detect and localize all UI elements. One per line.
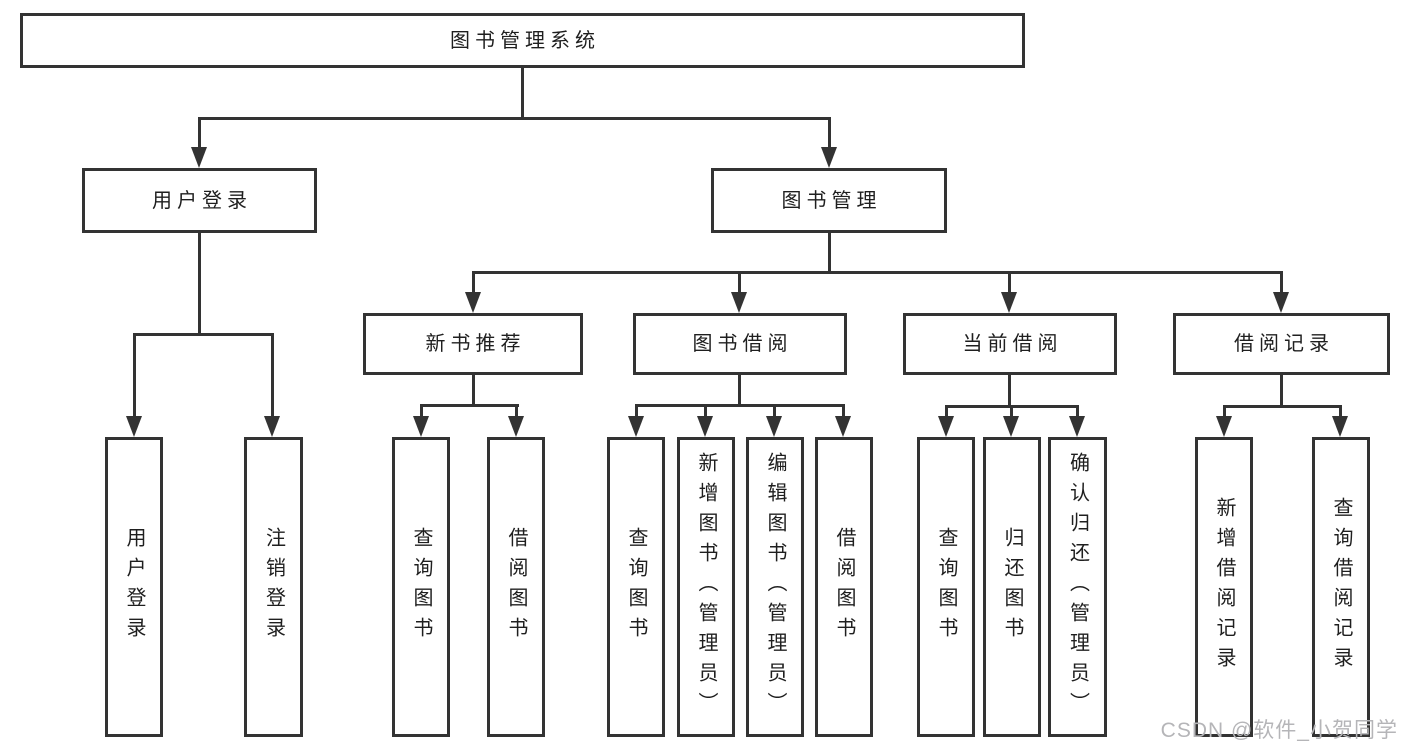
connector-line [635,404,845,407]
node-label: 当前借阅 [962,333,1063,355]
connector-line [198,117,201,150]
leaf-label: 查询借阅记录 [1330,497,1352,677]
connector-line [635,404,638,419]
leaf-label: 用户登录 [123,527,145,647]
arrow-down-icon [731,292,747,313]
leaf-query-books-recommend: 查询图书 [392,437,450,737]
connector-line [704,404,707,419]
connector-line [472,375,475,407]
connector-line [420,404,423,419]
leaf-label: 借阅图书 [505,527,527,647]
arrow-down-icon [264,416,280,437]
connector-line [945,405,948,419]
arrow-down-icon [1216,416,1232,437]
leaf-label: 注销登录 [262,527,285,647]
leaf-borrow-books-recommend: 借阅图书 [487,437,545,737]
node-label: 用户登录 [152,189,252,212]
connector-line [198,233,201,336]
arrow-down-icon [465,292,481,313]
connector-line [1076,405,1079,419]
csdn-watermark: CSDN @软件_小贺同学 [1160,719,1398,742]
leaf-query-books-current: 查询图书 [917,437,975,737]
arrow-down-icon [628,416,644,437]
leaf-label: 归还图书 [1001,527,1023,647]
leaf-return-books: 归还图书 [983,437,1041,737]
node-label: 图书管理 [781,189,882,212]
leaf-logout: 注销登录 [244,437,303,737]
connector-line [828,117,831,150]
arrow-down-icon [697,416,713,437]
connector-line [773,404,776,419]
arrow-down-icon [766,416,782,437]
leaf-label: 查询图书 [625,527,647,647]
node-current-borrowing: 当前借阅 [903,313,1117,375]
connector-line [828,233,831,274]
leaf-confirm-return-admin: 确认归还（管理员） [1048,437,1107,737]
leaf-add-borrow-record: 新增借阅记录 [1195,437,1253,737]
leaf-label: 借阅图书 [833,527,855,647]
leaf-query-borrow-record: 查询借阅记录 [1312,437,1370,737]
arrow-down-icon [835,416,851,437]
node-user-login: 用户登录 [82,168,317,233]
connector-line [1223,405,1342,408]
node-book-management: 图书管理 [711,168,947,233]
leaf-label: 编辑图书（管理员） [764,452,786,722]
arrow-down-icon [1001,292,1017,313]
connector-line [1008,375,1011,408]
connector-line [472,271,475,295]
arrow-down-icon [1003,416,1019,437]
node-label: 图书借阅 [692,333,793,355]
connector-line [1280,375,1283,408]
node-library-system: 图书管理系统 [20,13,1025,68]
node-new-book-recommend: 新书推荐 [363,313,583,375]
connector-line [1339,405,1342,419]
leaf-borrow-books-borrowing: 借阅图书 [815,437,873,737]
arrow-down-icon [1069,416,1085,437]
connector-line [420,404,519,407]
connector-line [133,333,136,419]
arrow-down-icon [126,416,142,437]
connector-line [271,333,274,419]
leaf-edit-books-admin: 编辑图书（管理员） [746,437,804,737]
node-label: 借阅记录 [1234,333,1334,355]
connector-line [738,375,741,407]
connector-line [1280,271,1283,295]
connector-line [1010,405,1013,419]
leaf-label: 查询图书 [410,527,432,647]
node-label: 新书推荐 [425,333,526,355]
connector-line [472,271,1282,274]
leaf-label: 新增图书（管理员） [695,452,717,722]
node-label: 图书管理系统 [450,29,600,52]
node-book-borrowing: 图书借阅 [633,313,847,375]
arrow-down-icon [413,416,429,437]
leaf-query-books-borrowing: 查询图书 [607,437,665,737]
arrow-down-icon [1273,292,1289,313]
connector-line [738,271,741,295]
arrow-down-icon [821,147,837,168]
connector-line [842,404,845,419]
connector-line [198,117,830,120]
leaf-add-books-admin: 新增图书（管理员） [677,437,735,737]
leaf-label: 确认归还（管理员） [1066,452,1089,722]
connector-line [1008,271,1011,295]
connector-line [133,333,274,336]
node-borrowing-records: 借阅记录 [1173,313,1390,375]
leaf-label: 查询图书 [935,527,957,647]
connector-line [1223,405,1226,419]
connector-line [521,68,524,117]
arrow-down-icon [1332,416,1348,437]
arrow-down-icon [938,416,954,437]
arrow-down-icon [508,416,524,437]
arrow-down-icon [191,147,207,168]
leaf-label: 新增借阅记录 [1213,497,1235,677]
connector-line [515,404,518,419]
leaf-user-login: 用户登录 [105,437,163,737]
